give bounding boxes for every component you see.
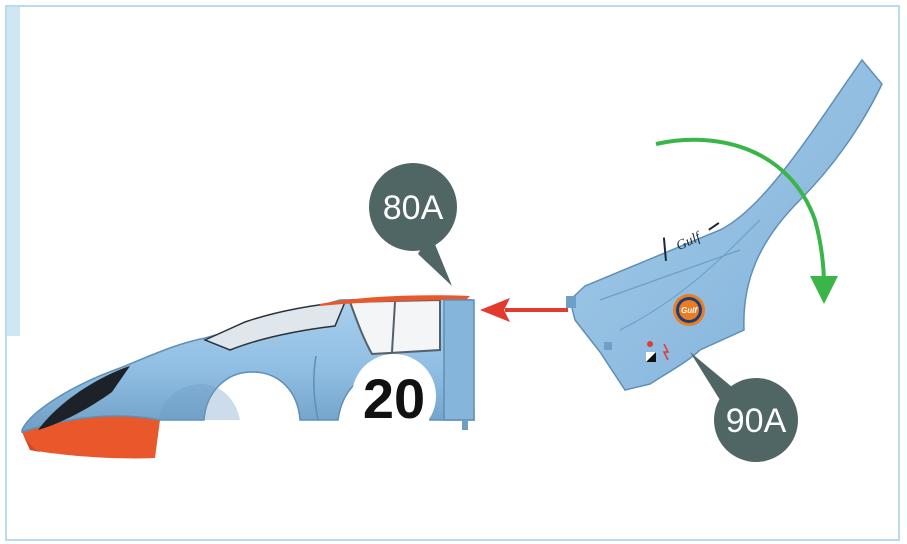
left-accent-band xyxy=(6,6,20,336)
callout-80a: 80A xyxy=(369,163,457,286)
gulf-logo: Gulf xyxy=(673,294,705,326)
car-rear-bulkhead xyxy=(444,300,474,420)
side-panel-body xyxy=(570,60,882,390)
callout-90a: 90A xyxy=(690,352,798,462)
rotate-arrow-head xyxy=(810,276,838,304)
svg-text:Gulf: Gulf xyxy=(681,306,698,315)
car-body: 20 xyxy=(22,295,474,458)
callout-80a-label: 80A xyxy=(383,189,444,227)
race-number: 20 xyxy=(363,367,425,430)
callout-90a-label: 90A xyxy=(726,402,787,440)
side-panel-90a: Gulf Gulf xyxy=(566,60,882,390)
move-arrow xyxy=(480,298,568,322)
